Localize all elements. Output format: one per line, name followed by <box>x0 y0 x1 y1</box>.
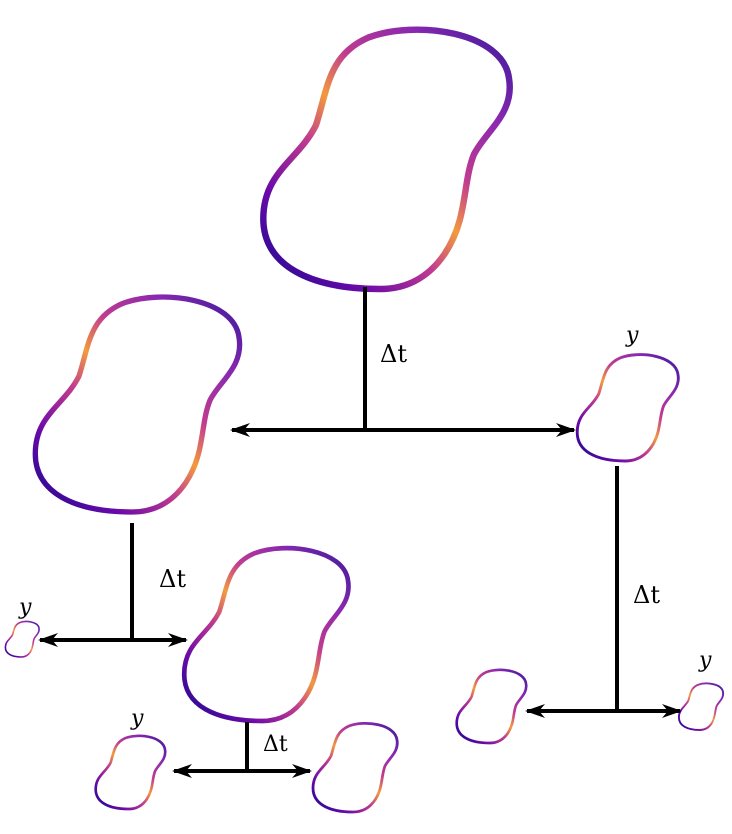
blob-level2-left-tiny <box>4 620 40 658</box>
blob-root <box>263 30 509 289</box>
label-y-left-small: y <box>18 595 32 620</box>
blob-level2-right-a <box>455 668 528 745</box>
blob-level3-right <box>311 721 399 814</box>
blob-level1-left <box>35 297 239 512</box>
label-dt-right: Δt <box>633 581 660 609</box>
label-y-bottom-right: y <box>698 648 712 673</box>
label-dt-top: Δt <box>380 340 407 368</box>
label-dt-bottom: Δt <box>263 732 288 757</box>
blob-level1-right-small <box>575 353 680 463</box>
blob-level2-center <box>184 548 348 721</box>
label-dt-left: Δt <box>159 565 186 593</box>
blob-level2-right-b <box>677 682 725 731</box>
label-y-right: y <box>625 323 639 348</box>
blob-level3-left <box>94 734 167 811</box>
label-y-bottom-left: y <box>130 706 144 731</box>
